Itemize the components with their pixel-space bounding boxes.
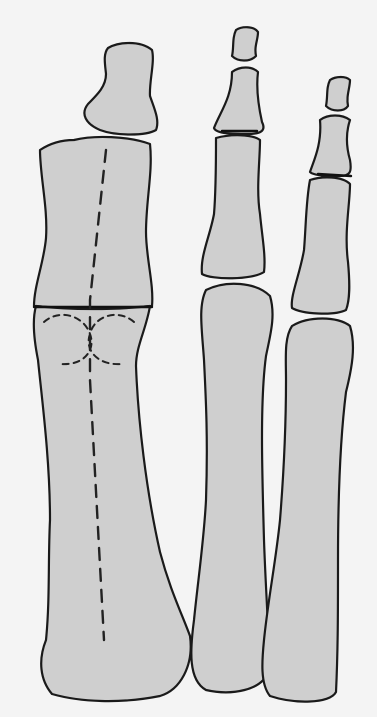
- right-distal-phalanx: [326, 77, 350, 111]
- right-middle-phalanx: [310, 116, 351, 177]
- middle-metatarsal: [191, 284, 272, 693]
- right-proximal-phalanx: [292, 177, 350, 313]
- middle-distal-phalanx: [232, 27, 258, 60]
- left-proximal-phalanx: [34, 137, 152, 308]
- right-metatarsal: [262, 319, 353, 702]
- left-distal-phalanx: [84, 43, 157, 135]
- left-metatarsal: [34, 306, 191, 701]
- middle-proximal-phalanx: [202, 135, 265, 278]
- middle-middle-phalanx: [214, 68, 263, 135]
